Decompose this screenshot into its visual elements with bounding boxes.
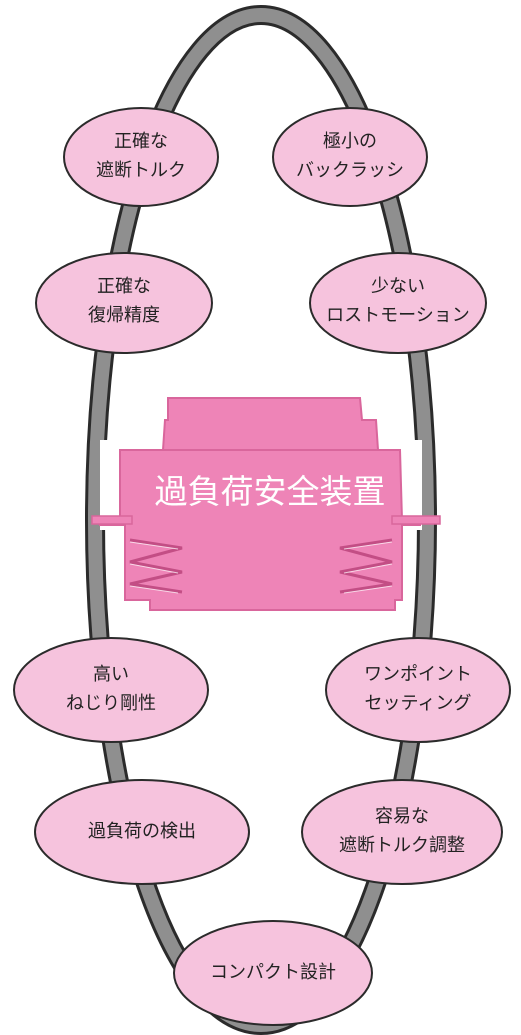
safety-device: [91, 397, 441, 611]
bubble-overload-detection: [34, 779, 250, 885]
right-spring: [339, 538, 393, 594]
bubble-lost-motion: [309, 252, 487, 354]
bubble-minimal-backlash: [272, 107, 428, 207]
bubble-easy-adjustment: [301, 779, 503, 885]
left-flange: [91, 515, 133, 525]
feature-bubbles: [13, 107, 511, 1026]
bubble-torsional-rigidity: [13, 637, 209, 743]
bubble-compact-design: [173, 920, 373, 1026]
left-spring-highlight: [129, 541, 179, 594]
left-spring: [129, 538, 183, 594]
bubble-one-point-setting: [325, 637, 511, 743]
device-top-cap: [161, 397, 380, 451]
right-spring-highlight: [343, 541, 393, 594]
right-flange: [391, 515, 441, 525]
bubble-return-accuracy: [35, 252, 213, 354]
bubble-accurate-torque: [63, 107, 219, 207]
